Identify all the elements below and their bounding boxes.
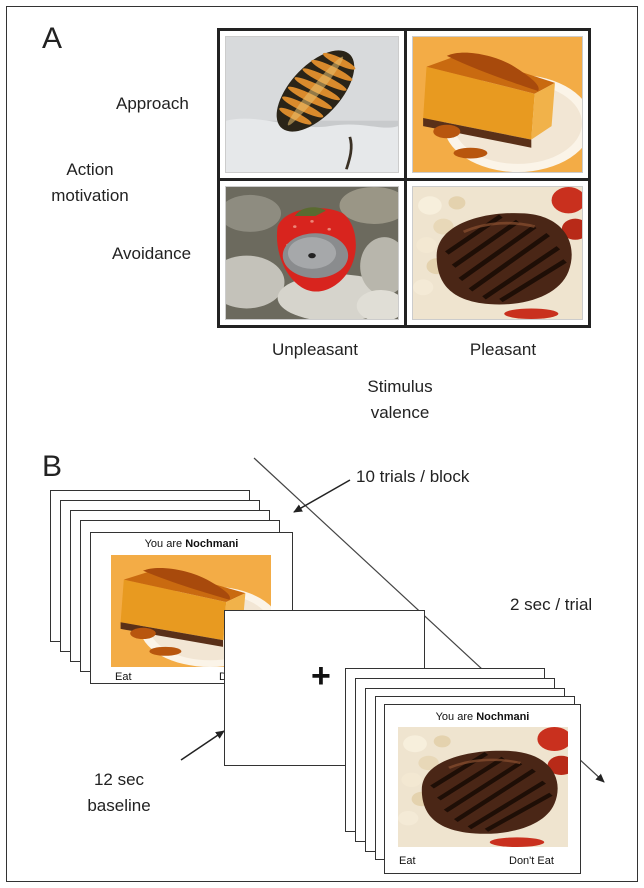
trial-prompt: You are Nochmani	[385, 711, 580, 723]
trial-prompt: You are Nochmani	[91, 538, 292, 550]
grilled-steak-image	[412, 186, 583, 320]
x-axis-label-line1: Stimulus	[367, 377, 433, 396]
trials-pointer-arrow	[293, 479, 351, 513]
insect-larva-image	[225, 36, 399, 173]
baseline-label-line2: baseline	[87, 796, 151, 815]
x-axis-label-line2: valence	[370, 403, 430, 422]
y-axis-label-line1: Action	[66, 160, 114, 179]
trial-prompt-bold: Nochmani	[185, 538, 239, 550]
baseline-label-line1: 12 sec	[93, 770, 145, 789]
y-axis-label-line2: motivation	[51, 186, 129, 205]
column-label-unpleasant: Unpleasant	[271, 340, 358, 359]
column-label-pleasant: Pleasant	[469, 340, 537, 359]
panel-a-letter: A	[42, 22, 63, 55]
trial-card-front-right: You are Nochmani Eat Don't Eat	[384, 704, 581, 874]
stimulus-grid	[217, 28, 591, 328]
cell-avoidance-unpleasant	[220, 181, 404, 325]
trial-prompt-prefix: You are	[435, 711, 477, 723]
cell-avoidance-pleasant	[407, 181, 588, 325]
panel-b-letter: B	[42, 450, 63, 483]
cheesecake-image	[412, 36, 583, 173]
cell-approach-unpleasant	[220, 31, 404, 178]
row-label-approach: Approach	[116, 94, 189, 113]
cell-approach-pleasant	[407, 31, 588, 178]
trial-prompt-prefix: You are	[144, 538, 186, 550]
row-label-avoidance: Avoidance	[112, 244, 192, 263]
response-eat: Eat	[399, 855, 416, 867]
moldy-strawberry-image	[225, 186, 399, 320]
response-dont-eat: Don't Eat	[509, 855, 554, 867]
trial-card-front-left: You are Nochmani Eat Do	[90, 532, 293, 684]
trial-duration-label: 2 sec / trial	[510, 595, 593, 614]
grilled-steak-image	[398, 727, 568, 847]
fixation-cross: +	[311, 657, 331, 695]
response-eat: Eat	[115, 671, 132, 683]
baseline-pointer-arrow	[180, 730, 225, 761]
trial-prompt-bold: Nochmani	[476, 711, 530, 723]
trials-per-block-label: 10 trials / block	[356, 467, 470, 486]
